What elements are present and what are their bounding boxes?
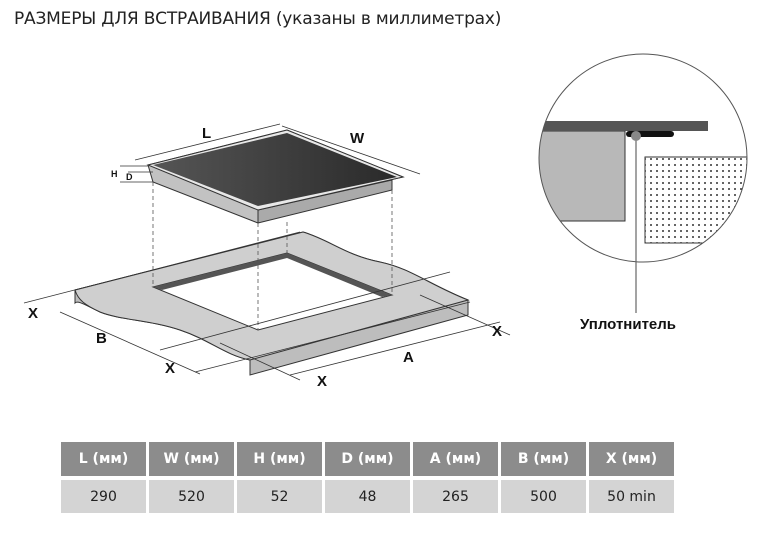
value-l: 290 bbox=[61, 480, 146, 513]
header-x: X (мм) bbox=[589, 442, 674, 476]
page-title: РАЗМЕРЫ ДЛЯ ВСТРАИВАНИЯ (указаны в милли… bbox=[14, 9, 502, 29]
value-x: 50 min bbox=[589, 480, 674, 513]
header-h: H (мм) bbox=[237, 442, 322, 476]
value-d: 48 bbox=[325, 480, 410, 513]
header-d: D (мм) bbox=[325, 442, 410, 476]
value-a: 265 bbox=[413, 480, 498, 513]
seal-detail bbox=[538, 53, 748, 313]
label-x-right: X bbox=[492, 323, 502, 340]
value-w: 520 bbox=[149, 480, 234, 513]
countertop bbox=[74, 231, 470, 376]
label-w: W bbox=[350, 130, 365, 147]
label-x-front: X bbox=[165, 360, 175, 377]
hob bbox=[146, 129, 405, 224]
label-a: A bbox=[403, 349, 414, 366]
header-b: B (мм) bbox=[501, 442, 586, 476]
seal-label: Уплотнитель bbox=[580, 316, 677, 333]
label-d: D bbox=[126, 172, 133, 182]
label-l: L bbox=[202, 125, 211, 142]
table-header-row: L (мм) W (мм) H (мм) D (мм) A (мм) B (мм… bbox=[61, 442, 674, 476]
header-a: A (мм) bbox=[413, 442, 498, 476]
dimensions-table: L (мм) W (мм) H (мм) D (мм) A (мм) B (мм… bbox=[58, 438, 677, 517]
value-b: 500 bbox=[501, 480, 586, 513]
label-x-bottom: X bbox=[317, 373, 327, 390]
dimension-labels: L W H D X B X X A X bbox=[28, 125, 502, 390]
label-h: H bbox=[111, 169, 118, 179]
header-l: L (мм) bbox=[61, 442, 146, 476]
value-h: 52 bbox=[237, 480, 322, 513]
label-x-left: X bbox=[28, 305, 38, 322]
table-row: 290 520 52 48 265 500 50 min bbox=[61, 480, 674, 513]
header-w: W (мм) bbox=[149, 442, 234, 476]
dimension-lines bbox=[23, 123, 511, 381]
label-b: B bbox=[96, 330, 107, 347]
